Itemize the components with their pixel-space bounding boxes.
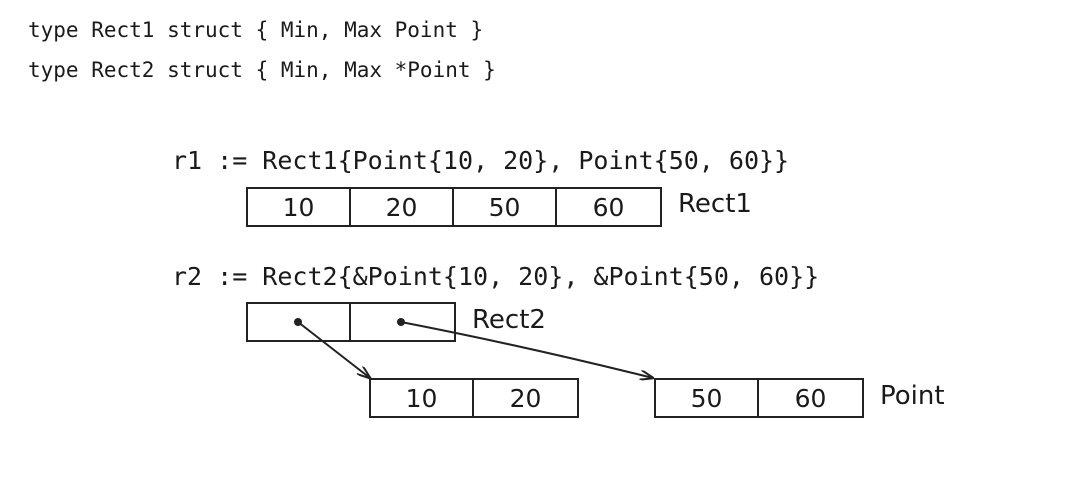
- rect2-max-pointer-cell: [351, 304, 454, 340]
- rect1-memory-row: 10 20 50 60: [246, 187, 662, 227]
- rect2-min-pointer-cell: [248, 304, 351, 340]
- max-point-y-cell: 60: [794, 383, 827, 413]
- rect2-memory-row: [246, 302, 456, 342]
- max-point-memory-row: 50 60: [654, 378, 864, 418]
- rect1-max-y-cell: 60: [592, 192, 625, 222]
- min-point-memory-row: 10 20: [369, 378, 579, 418]
- code-line-rect1: type Rect1 struct { Min, Max Point }: [28, 18, 484, 42]
- rect2-type-label: Rect2: [472, 305, 546, 335]
- code-line-rect2: type Rect2 struct { Min, Max *Point }: [28, 58, 496, 82]
- rect1-min-y-cell: 20: [351, 189, 454, 225]
- min-point-x-cell: 10: [371, 380, 474, 416]
- r2-expression: r2 := Rect2{&Point{10, 20}, &Point{50, 6…: [172, 262, 820, 291]
- rect1-min-x-cell: 10: [248, 189, 351, 225]
- rect1-max-x-cell: 50: [454, 189, 557, 225]
- max-point-x-cell: 50: [656, 380, 759, 416]
- r1-expression: r1 := Rect1{Point{10, 20}, Point{50, 60}…: [172, 146, 790, 175]
- point-type-label: Point: [880, 381, 945, 411]
- rect1-type-label: Rect1: [678, 189, 752, 219]
- min-point-y-cell: 20: [509, 383, 542, 413]
